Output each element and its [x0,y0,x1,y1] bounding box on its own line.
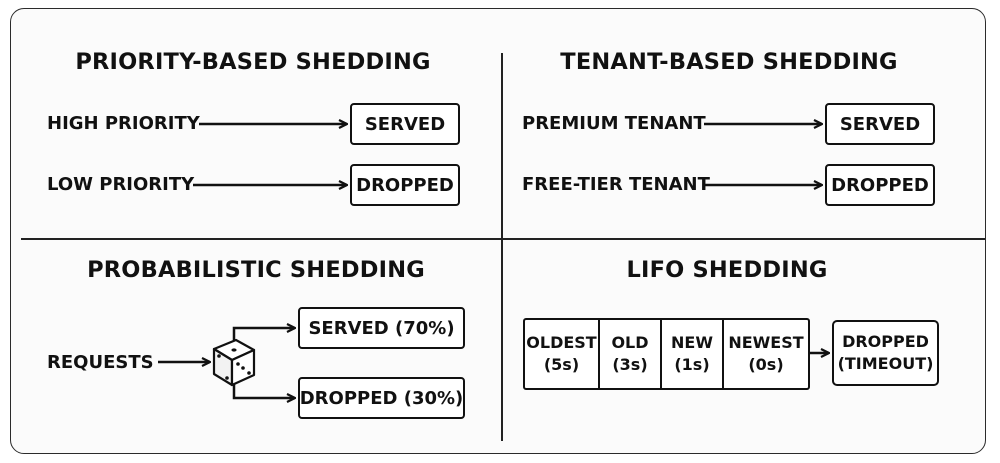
queue-item-age: (3s) [612,355,648,374]
queue-item-newest: NEWEST (0s) [724,320,808,388]
served-box: SERVED [350,103,460,145]
arrow-to-dropped [232,382,295,398]
dropped-timeout-line1: DROPPED [842,332,929,351]
dropped-timeout-box: DROPPED (TIMEOUT) [832,320,939,386]
requests-label: REQUESTS [47,352,154,373]
queue-item-age: (1s) [674,355,710,374]
tenant-panel-title: TENANT-BASED SHEDDING [560,49,898,75]
queue-item-age: (5s) [543,355,580,374]
horizontal-divider [21,238,985,240]
dice-icon [212,338,256,387]
arrow-to-served [232,328,295,344]
low-priority-label: LOW PRIORITY [47,174,195,195]
tenant-dropped-box: DROPPED [825,164,935,206]
diagram-frame [10,8,986,454]
dropped-timeout-line2: (TIMEOUT) [837,354,934,373]
premium-tenant-label: PREMIUM TENANT [522,113,706,134]
queue-item-name: OLDEST [526,333,597,352]
served-70-box: SERVED (70%) [298,307,465,349]
queue-item-age: (0s) [748,355,784,374]
queue-item-new: NEW (1s) [662,320,724,388]
dropped-30-box: DROPPED (30%) [298,377,465,419]
queue-item-oldest: OLDEST (5s) [525,320,600,388]
queue-item-name: OLD [611,333,649,352]
vertical-divider [501,53,503,441]
lifo-panel-title: LIFO SHEDDING [626,257,828,283]
free-tier-tenant-label: FREE-TIER TENANT [522,174,710,195]
queue-item-name: NEW [671,333,713,352]
high-priority-label: HIGH PRIORITY [47,113,200,134]
queue-item-name: NEWEST [728,333,804,352]
probabilistic-panel-title: PROBABILISTIC SHEDDING [87,257,425,283]
priority-panel-title: PRIORITY-BASED SHEDDING [75,49,431,75]
lifo-queue: OLDEST (5s) OLD (3s) NEW (1s) NEWEST (0s… [523,318,810,390]
tenant-served-box: SERVED [825,103,935,145]
dropped-box: DROPPED [350,164,460,206]
queue-item-old: OLD (3s) [600,320,662,388]
